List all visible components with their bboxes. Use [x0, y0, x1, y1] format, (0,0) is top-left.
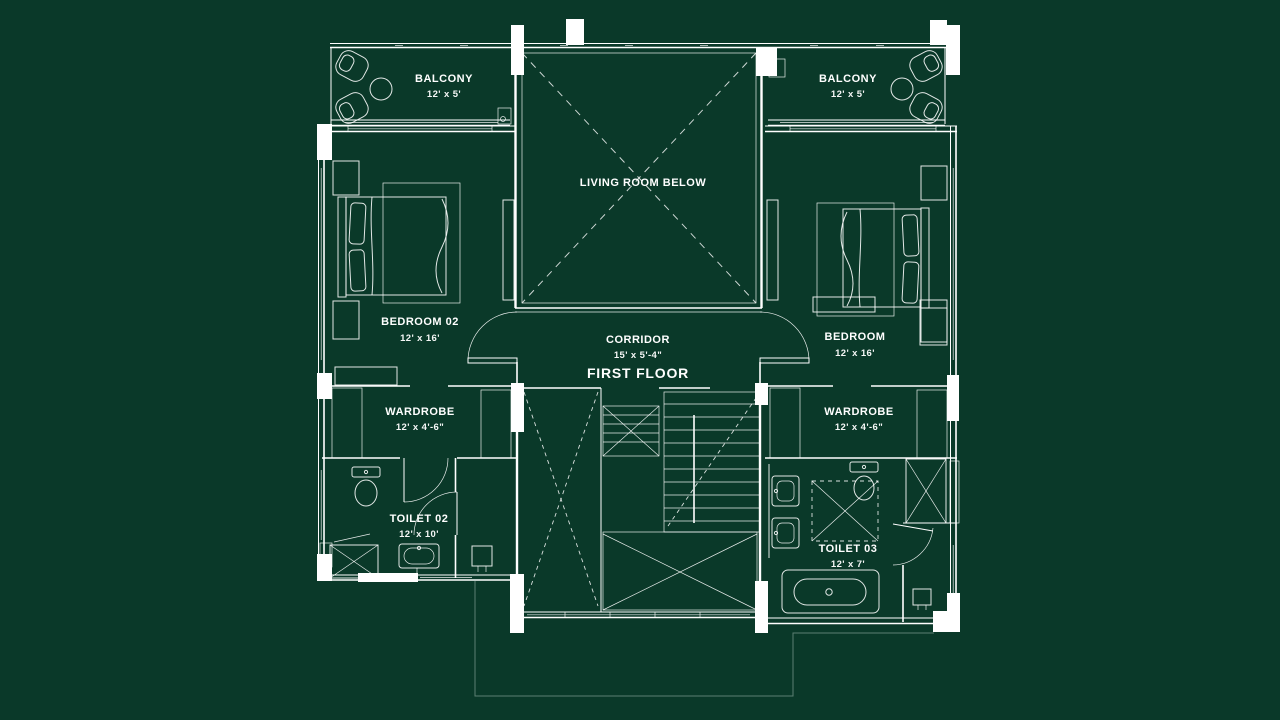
bedroom-furniture — [766, 165, 948, 346]
tall-cabinet — [502, 199, 515, 301]
toilet-icon — [849, 461, 879, 501]
wardrobe-shelving — [319, 387, 960, 568]
balcony-left-dims: 12' x 5' — [427, 89, 461, 100]
wardrobe-left-dims: 12' x 4'-6" — [396, 422, 444, 433]
corridor-dims: 15' x 5'-4" — [614, 350, 662, 361]
rug — [382, 182, 461, 304]
labels: BALCONY 12' x 5' BALCONY 12' x 5' LIVING… — [381, 73, 893, 570]
bed-icon — [337, 196, 449, 298]
sink-icon — [771, 517, 800, 549]
dresser — [919, 299, 948, 346]
wardrobe-left-label: WARDROBE — [385, 406, 454, 418]
bed-icon — [840, 207, 930, 309]
balcony-right-dims: 12' x 5' — [831, 89, 865, 100]
toilet03-dims: 12' x 7' — [831, 559, 865, 570]
doors — [403, 311, 934, 566]
chair-icon — [909, 50, 943, 82]
nightstand — [920, 307, 948, 343]
living-void — [521, 52, 757, 304]
rug — [816, 202, 895, 317]
nightstand — [332, 300, 360, 340]
bedroom02-dims: 12' x 16' — [400, 333, 440, 344]
corridor-label: CORRIDOR — [606, 334, 670, 346]
balcony-right-furniture — [890, 50, 943, 124]
balcony-right-label: BALCONY — [819, 73, 877, 85]
nightstand — [920, 165, 948, 201]
sink-icon — [398, 543, 440, 576]
toilet03-label: TOILET 03 — [819, 543, 878, 555]
balcony-left-furniture — [335, 50, 393, 124]
sink-icon — [771, 475, 800, 507]
linen-closet — [905, 458, 947, 524]
living-label: LIVING ROOM BELOW — [580, 177, 707, 189]
bathtub-icon — [781, 569, 880, 614]
toilet02-label: TOILET 02 — [390, 513, 449, 525]
shower-icon — [329, 533, 379, 579]
pillars — [317, 19, 960, 633]
stool-icon — [471, 545, 493, 572]
chair-icon — [335, 50, 369, 82]
tall-cabinet — [766, 199, 779, 301]
toilet-icon — [351, 466, 381, 507]
bedroom-dims: 12' x 16' — [835, 348, 875, 359]
balcony-left-label: BALCONY — [415, 73, 473, 85]
stool-icon — [912, 588, 932, 610]
table-icon — [890, 77, 914, 101]
stairs — [517, 387, 761, 612]
chair-icon — [909, 92, 943, 124]
chair-icon — [335, 92, 369, 124]
toilet02-fixtures — [329, 466, 493, 579]
toilet02-dims: 12' x 10' — [399, 529, 439, 540]
shower-icon — [811, 480, 879, 542]
dresser — [334, 366, 398, 386]
wardrobe-right-label: WARDROBE — [824, 406, 893, 418]
bench — [812, 296, 876, 313]
lower-floor-outline — [474, 581, 934, 697]
bedroom-label: BEDROOM — [825, 331, 886, 343]
floor-title: FIRST FLOOR — [587, 365, 689, 381]
table-icon — [369, 77, 393, 101]
bedroom02-furniture — [332, 160, 515, 386]
wardrobe-right-dims: 12' x 4'-6" — [835, 422, 883, 433]
toilet03-fixtures — [768, 458, 947, 614]
nightstand — [332, 160, 360, 196]
bedroom02-label: BEDROOM 02 — [381, 316, 459, 328]
